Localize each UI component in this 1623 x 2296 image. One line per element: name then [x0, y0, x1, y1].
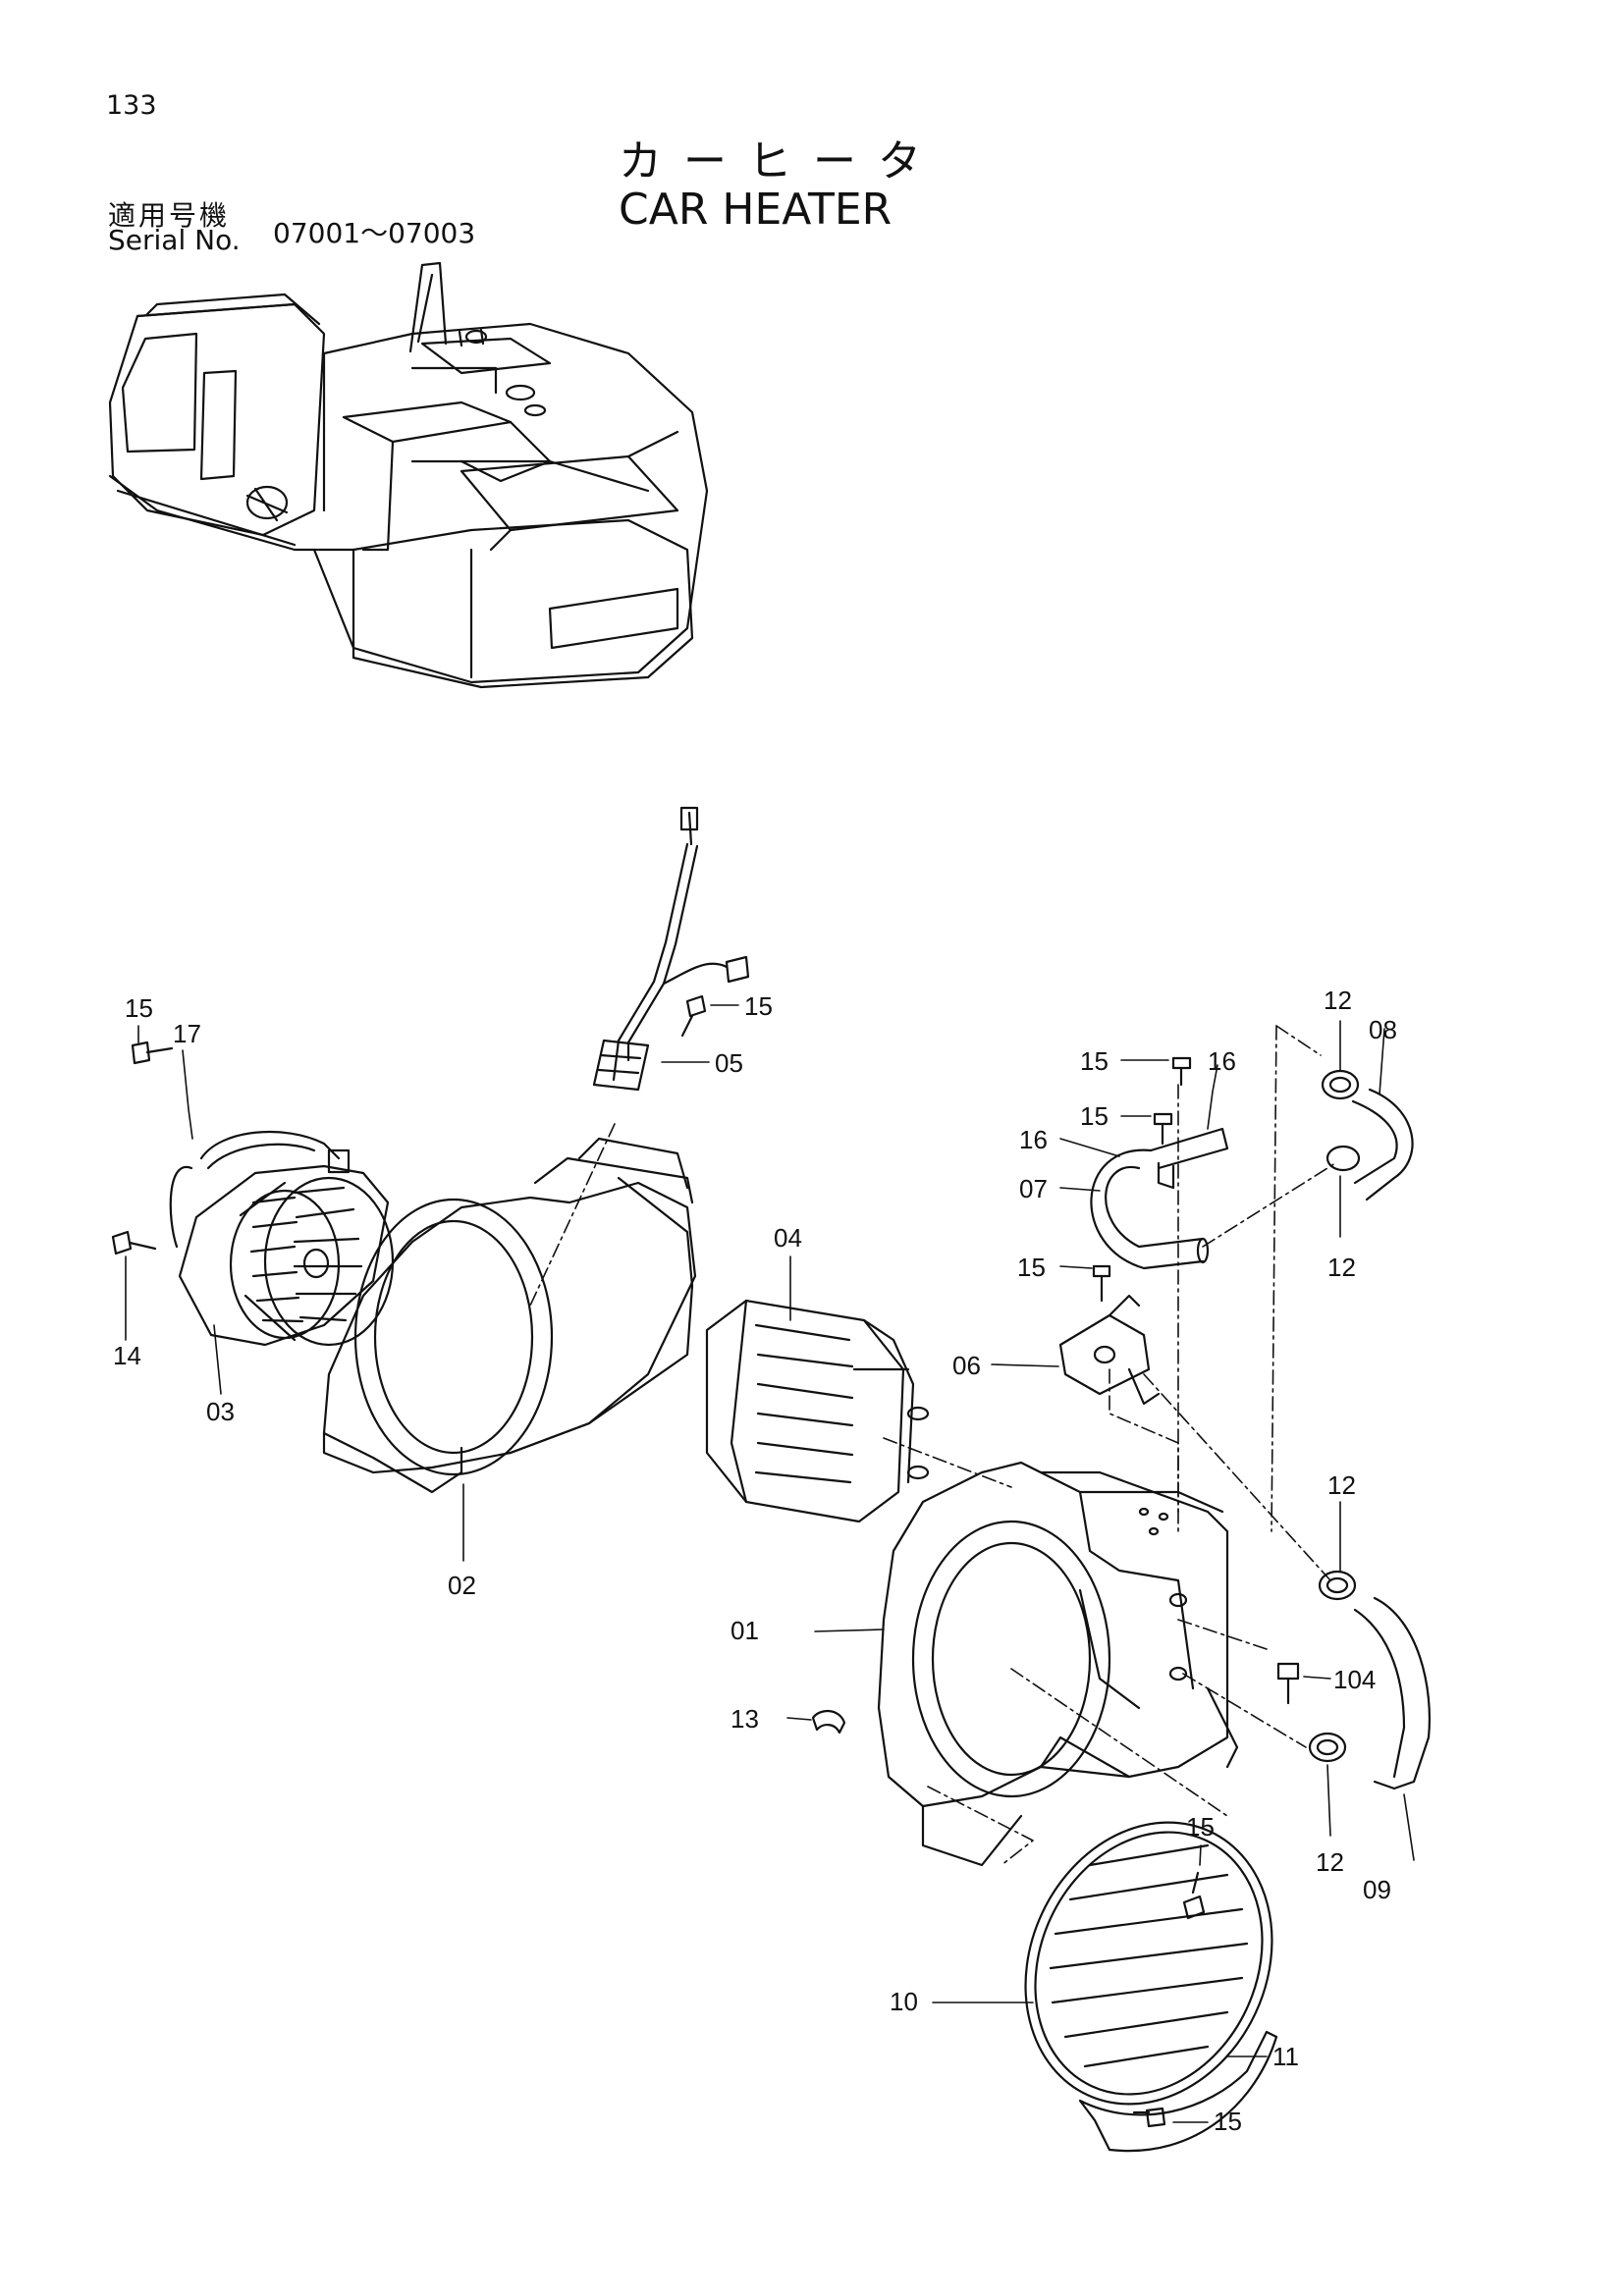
callout-15-d: 15 [1080, 1101, 1109, 1131]
callout-12-a: 12 [1324, 986, 1352, 1015]
title-english: CAR HEATER [619, 185, 893, 235]
callout-11: 11 [1272, 2042, 1299, 2071]
callout-06: 06 [952, 1351, 981, 1380]
hoses-and-valve [1058, 1069, 1431, 1790]
serial-label-japanese: 適用号機 [108, 199, 231, 232]
fasteners [111, 994, 1300, 2128]
callout-13: 13 [730, 1704, 759, 1734]
callout-16-b: 16 [1019, 1125, 1048, 1154]
grille-and-cover [1024, 1821, 1278, 2153]
callout-01: 01 [730, 1616, 759, 1645]
heater-core [705, 1299, 930, 1523]
callout-12-c: 12 [1327, 1470, 1356, 1500]
leader-lines [125, 1004, 1415, 2123]
callout-14: 14 [113, 1341, 141, 1370]
callout-labels: 15 17 14 03 15 05 02 04 01 13 15 16 15 1… [113, 986, 1397, 2136]
excavator-overview-illustration [108, 261, 709, 689]
blower-fan-assembly [169, 1130, 395, 1347]
callout-17: 17 [173, 1019, 201, 1048]
heater-housing-left [322, 1137, 697, 1494]
callout-05: 05 [715, 1048, 743, 1078]
callout-104: 104 [1333, 1665, 1376, 1694]
thermostat-sensor [592, 806, 750, 1092]
callout-16-a: 16 [1208, 1046, 1236, 1076]
callout-04: 04 [774, 1223, 802, 1253]
callout-08: 08 [1369, 1015, 1397, 1044]
page-number: 133 [106, 90, 157, 121]
callout-15-e: 15 [1017, 1253, 1046, 1282]
serial-range: 07001～07003 [273, 217, 476, 249]
callout-02: 02 [448, 1571, 476, 1600]
heater-housing-right [877, 1461, 1239, 1867]
callout-15-f: 15 [1186, 1812, 1215, 1842]
callout-07: 07 [1019, 1174, 1048, 1203]
callout-15-a: 15 [125, 993, 153, 1023]
callout-15-c: 15 [1080, 1046, 1109, 1076]
serial-label-english: Serial No. [108, 224, 241, 256]
callout-12-b: 12 [1327, 1253, 1356, 1282]
callout-15-g: 15 [1214, 2107, 1242, 2136]
callout-12-d: 12 [1316, 1847, 1344, 1877]
callout-10: 10 [890, 1987, 918, 2016]
callout-15-b: 15 [744, 991, 773, 1021]
callout-09: 09 [1363, 1875, 1391, 1904]
callout-03: 03 [206, 1397, 235, 1426]
title-japanese: カ ー ヒ ー タ [619, 136, 925, 187]
